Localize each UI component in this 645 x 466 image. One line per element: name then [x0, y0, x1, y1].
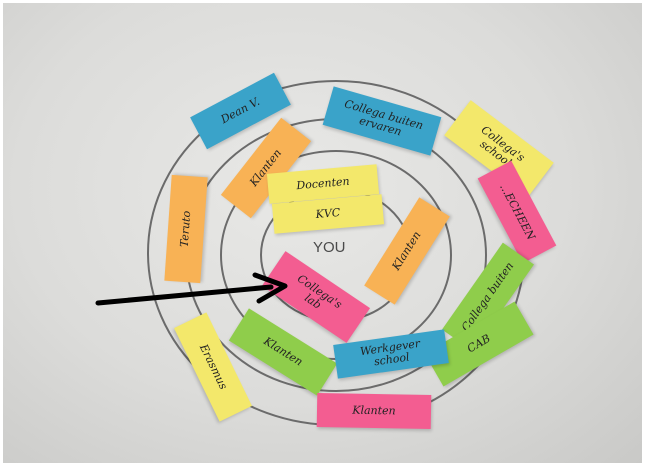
photo: YOU Dean V. Collega buiten ervaren Colle…	[3, 3, 642, 463]
center-label: YOU	[313, 239, 346, 256]
arrow-icon	[95, 272, 288, 306]
